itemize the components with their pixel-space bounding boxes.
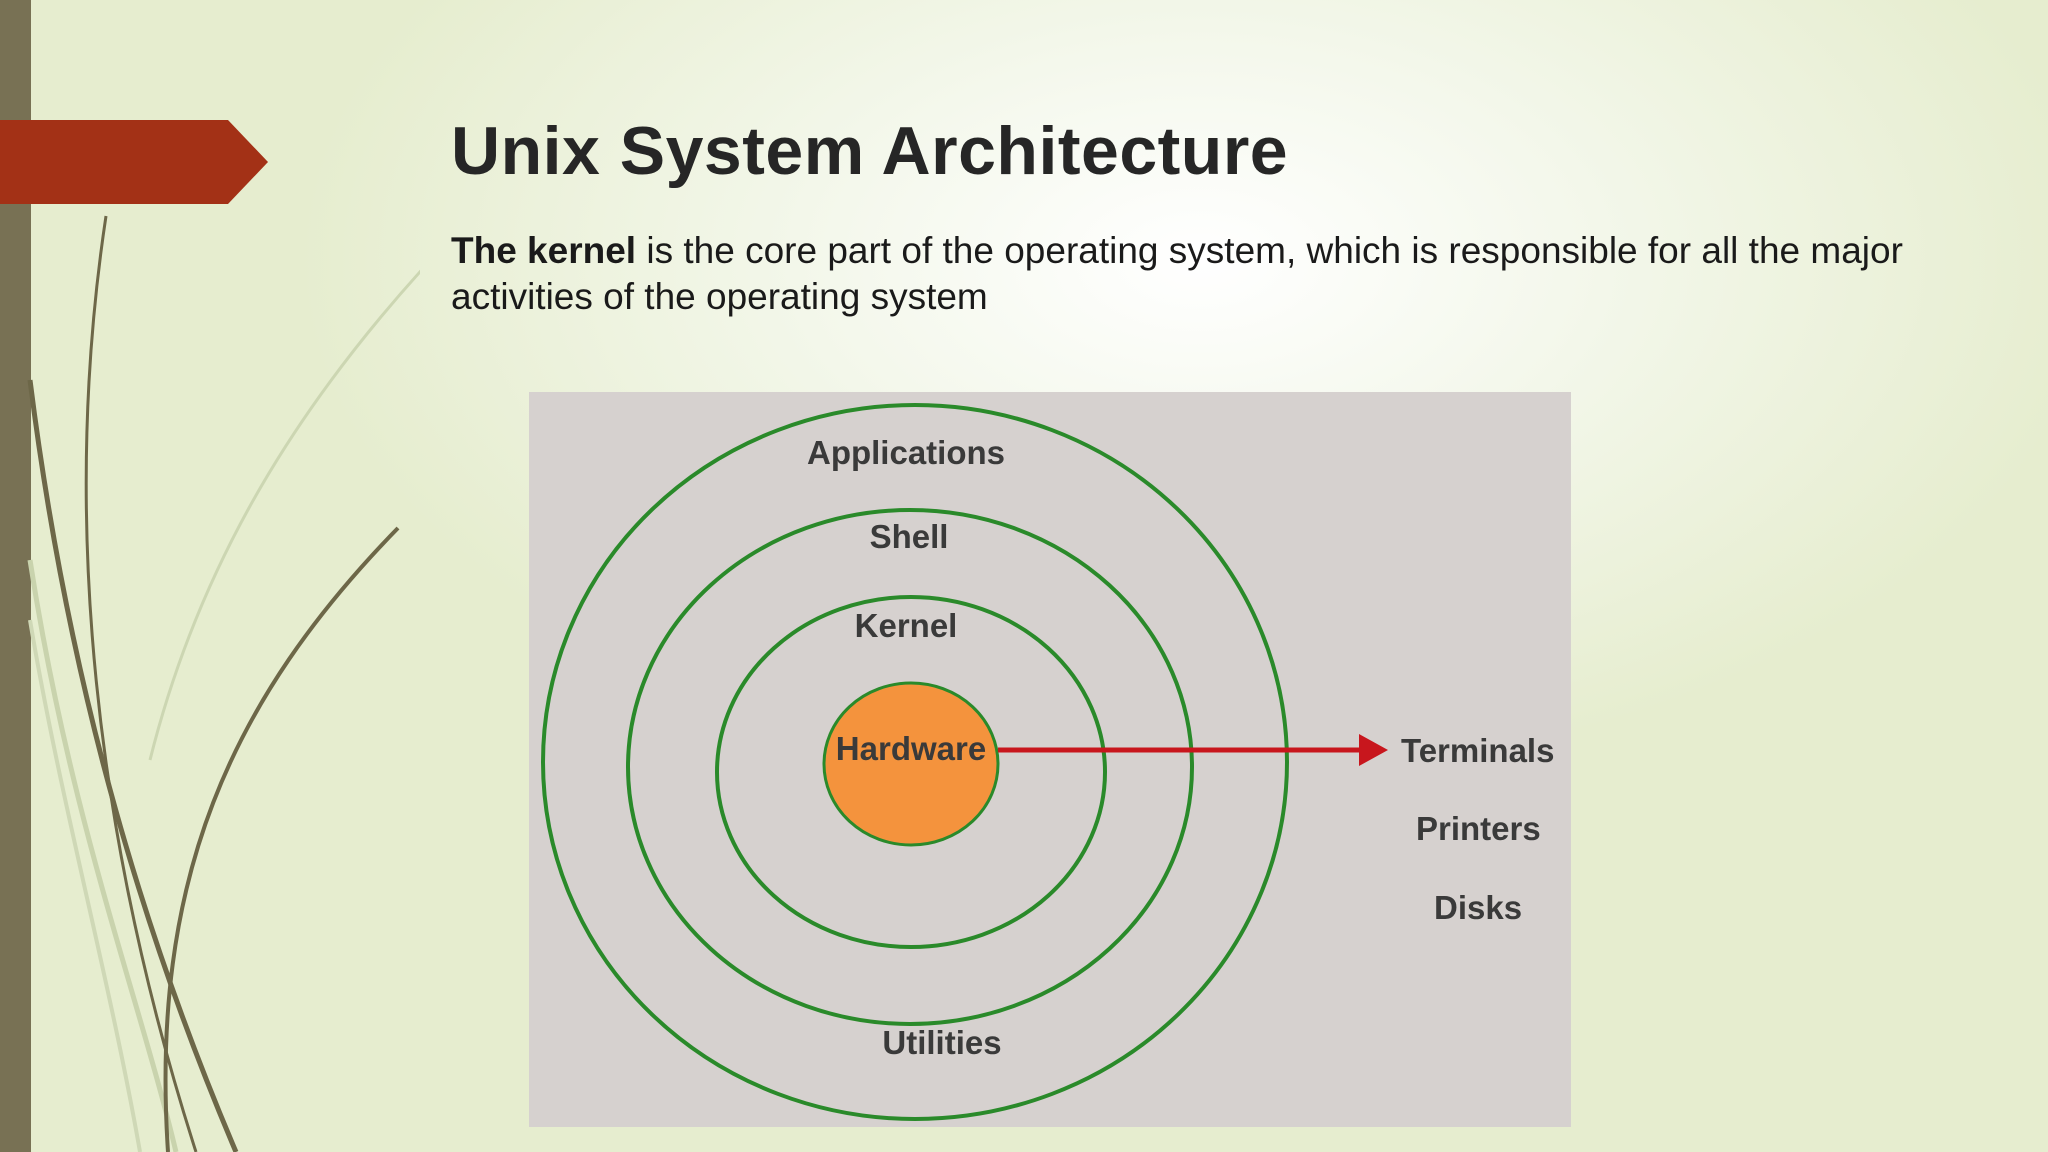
layer-label-applications: Applications [807,434,1005,471]
layer-label-shell: Shell [870,518,949,555]
slide-body-text: The kernel is the core part of the opera… [451,228,2011,320]
device-label-terminals: Terminals [1401,732,1554,769]
layer-label-utilities: Utilities [882,1024,1001,1061]
decorative-curves [27,215,420,1152]
shell-ring [626,508,1194,1026]
unix-architecture-diagram: Applications Shell Kernel Hardware Utili… [541,403,1554,1121]
device-arrow-head [1359,734,1388,766]
body-text-bold: The kernel [451,230,637,271]
kernel-ring [715,595,1107,949]
outer-ring [541,403,1289,1121]
device-label-printers: Printers [1416,810,1541,847]
title-tab-arrow [0,120,268,204]
body-text-rest: is the core part of the operating system… [451,230,1903,317]
layer-label-kernel: Kernel [855,607,958,644]
hardware-core [822,681,1000,847]
slide-title: Unix System Architecture [451,113,1289,189]
diagram-panel [529,392,1571,1127]
device-label-disks: Disks [1434,889,1522,926]
core-label-hardware: Hardware [836,730,986,767]
